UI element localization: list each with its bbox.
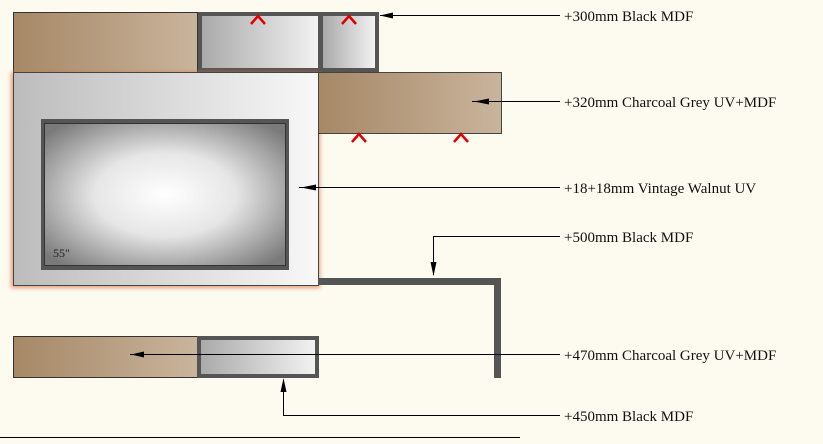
tv: 55" <box>41 119 289 270</box>
bottom-black-mdf-box <box>197 336 319 378</box>
black-mdf-l-shelf <box>318 278 501 378</box>
top-walnut-panel <box>13 12 198 73</box>
tv-size-label: 55" <box>53 246 70 260</box>
label-320mm-charcoal-grey: +320mm Charcoal Grey UV+MDF <box>564 95 776 111</box>
arrow-down-icon <box>430 262 437 276</box>
marker-icon <box>341 14 357 25</box>
red-marker-icons <box>250 14 469 143</box>
arrow-left-icon <box>301 184 316 191</box>
marker-icon <box>453 132 469 143</box>
arrow-left-icon <box>380 12 393 19</box>
marker-icon <box>250 14 266 25</box>
label-300mm-black-mdf: +300mm Black MDF <box>564 9 693 25</box>
arrow-up-icon <box>280 378 287 392</box>
label-vintage-walnut: +18+18mm Vintage Walnut UV <box>564 181 756 197</box>
arrow-left-icon <box>474 98 489 105</box>
label-500mm-black-mdf: +500mm Black MDF <box>564 230 693 246</box>
top-black-mdf-cabinet <box>198 12 379 72</box>
arrow-left-icon <box>131 351 144 358</box>
marker-icon <box>351 132 367 143</box>
label-470mm-charcoal-grey: +470mm Charcoal Grey UV+MDF <box>564 348 776 364</box>
arrowheads <box>131 12 489 392</box>
bottom-walnut-panel <box>13 336 198 378</box>
charcoal-grey-shelf <box>318 72 502 134</box>
label-450mm-black-mdf: +450mm Black MDF <box>564 409 693 425</box>
